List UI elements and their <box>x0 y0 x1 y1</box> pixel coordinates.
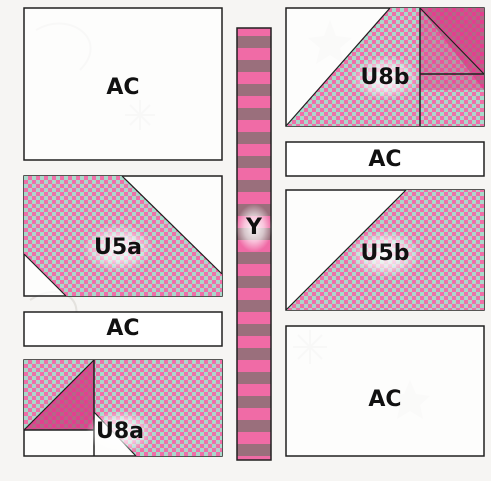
piece-u5a: U5a <box>24 176 222 296</box>
piece-label: U8b <box>361 65 410 90</box>
piece-label: Y <box>245 215 263 240</box>
piece-label: AC <box>106 75 139 100</box>
piece-ac-left-narrow: AC <box>24 312 222 346</box>
piece-label: U5b <box>361 241 410 266</box>
piece-u8a: U8a <box>24 360 222 456</box>
piece-y-strip: Y <box>236 28 272 460</box>
piece-label: U8a <box>96 419 144 444</box>
piece-label: AC <box>106 316 139 341</box>
piece-label: AC <box>368 147 401 172</box>
piece-ac-bottom-right: AC <box>286 326 484 456</box>
piece-ac-right-narrow: AC <box>286 142 484 176</box>
piece-ac-top-left: AC <box>24 8 222 160</box>
piece-u5b: U5b <box>286 190 484 310</box>
piece-u8b: U8b <box>286 8 484 126</box>
piece-label: AC <box>368 387 401 412</box>
piece-label: U5a <box>94 235 142 260</box>
